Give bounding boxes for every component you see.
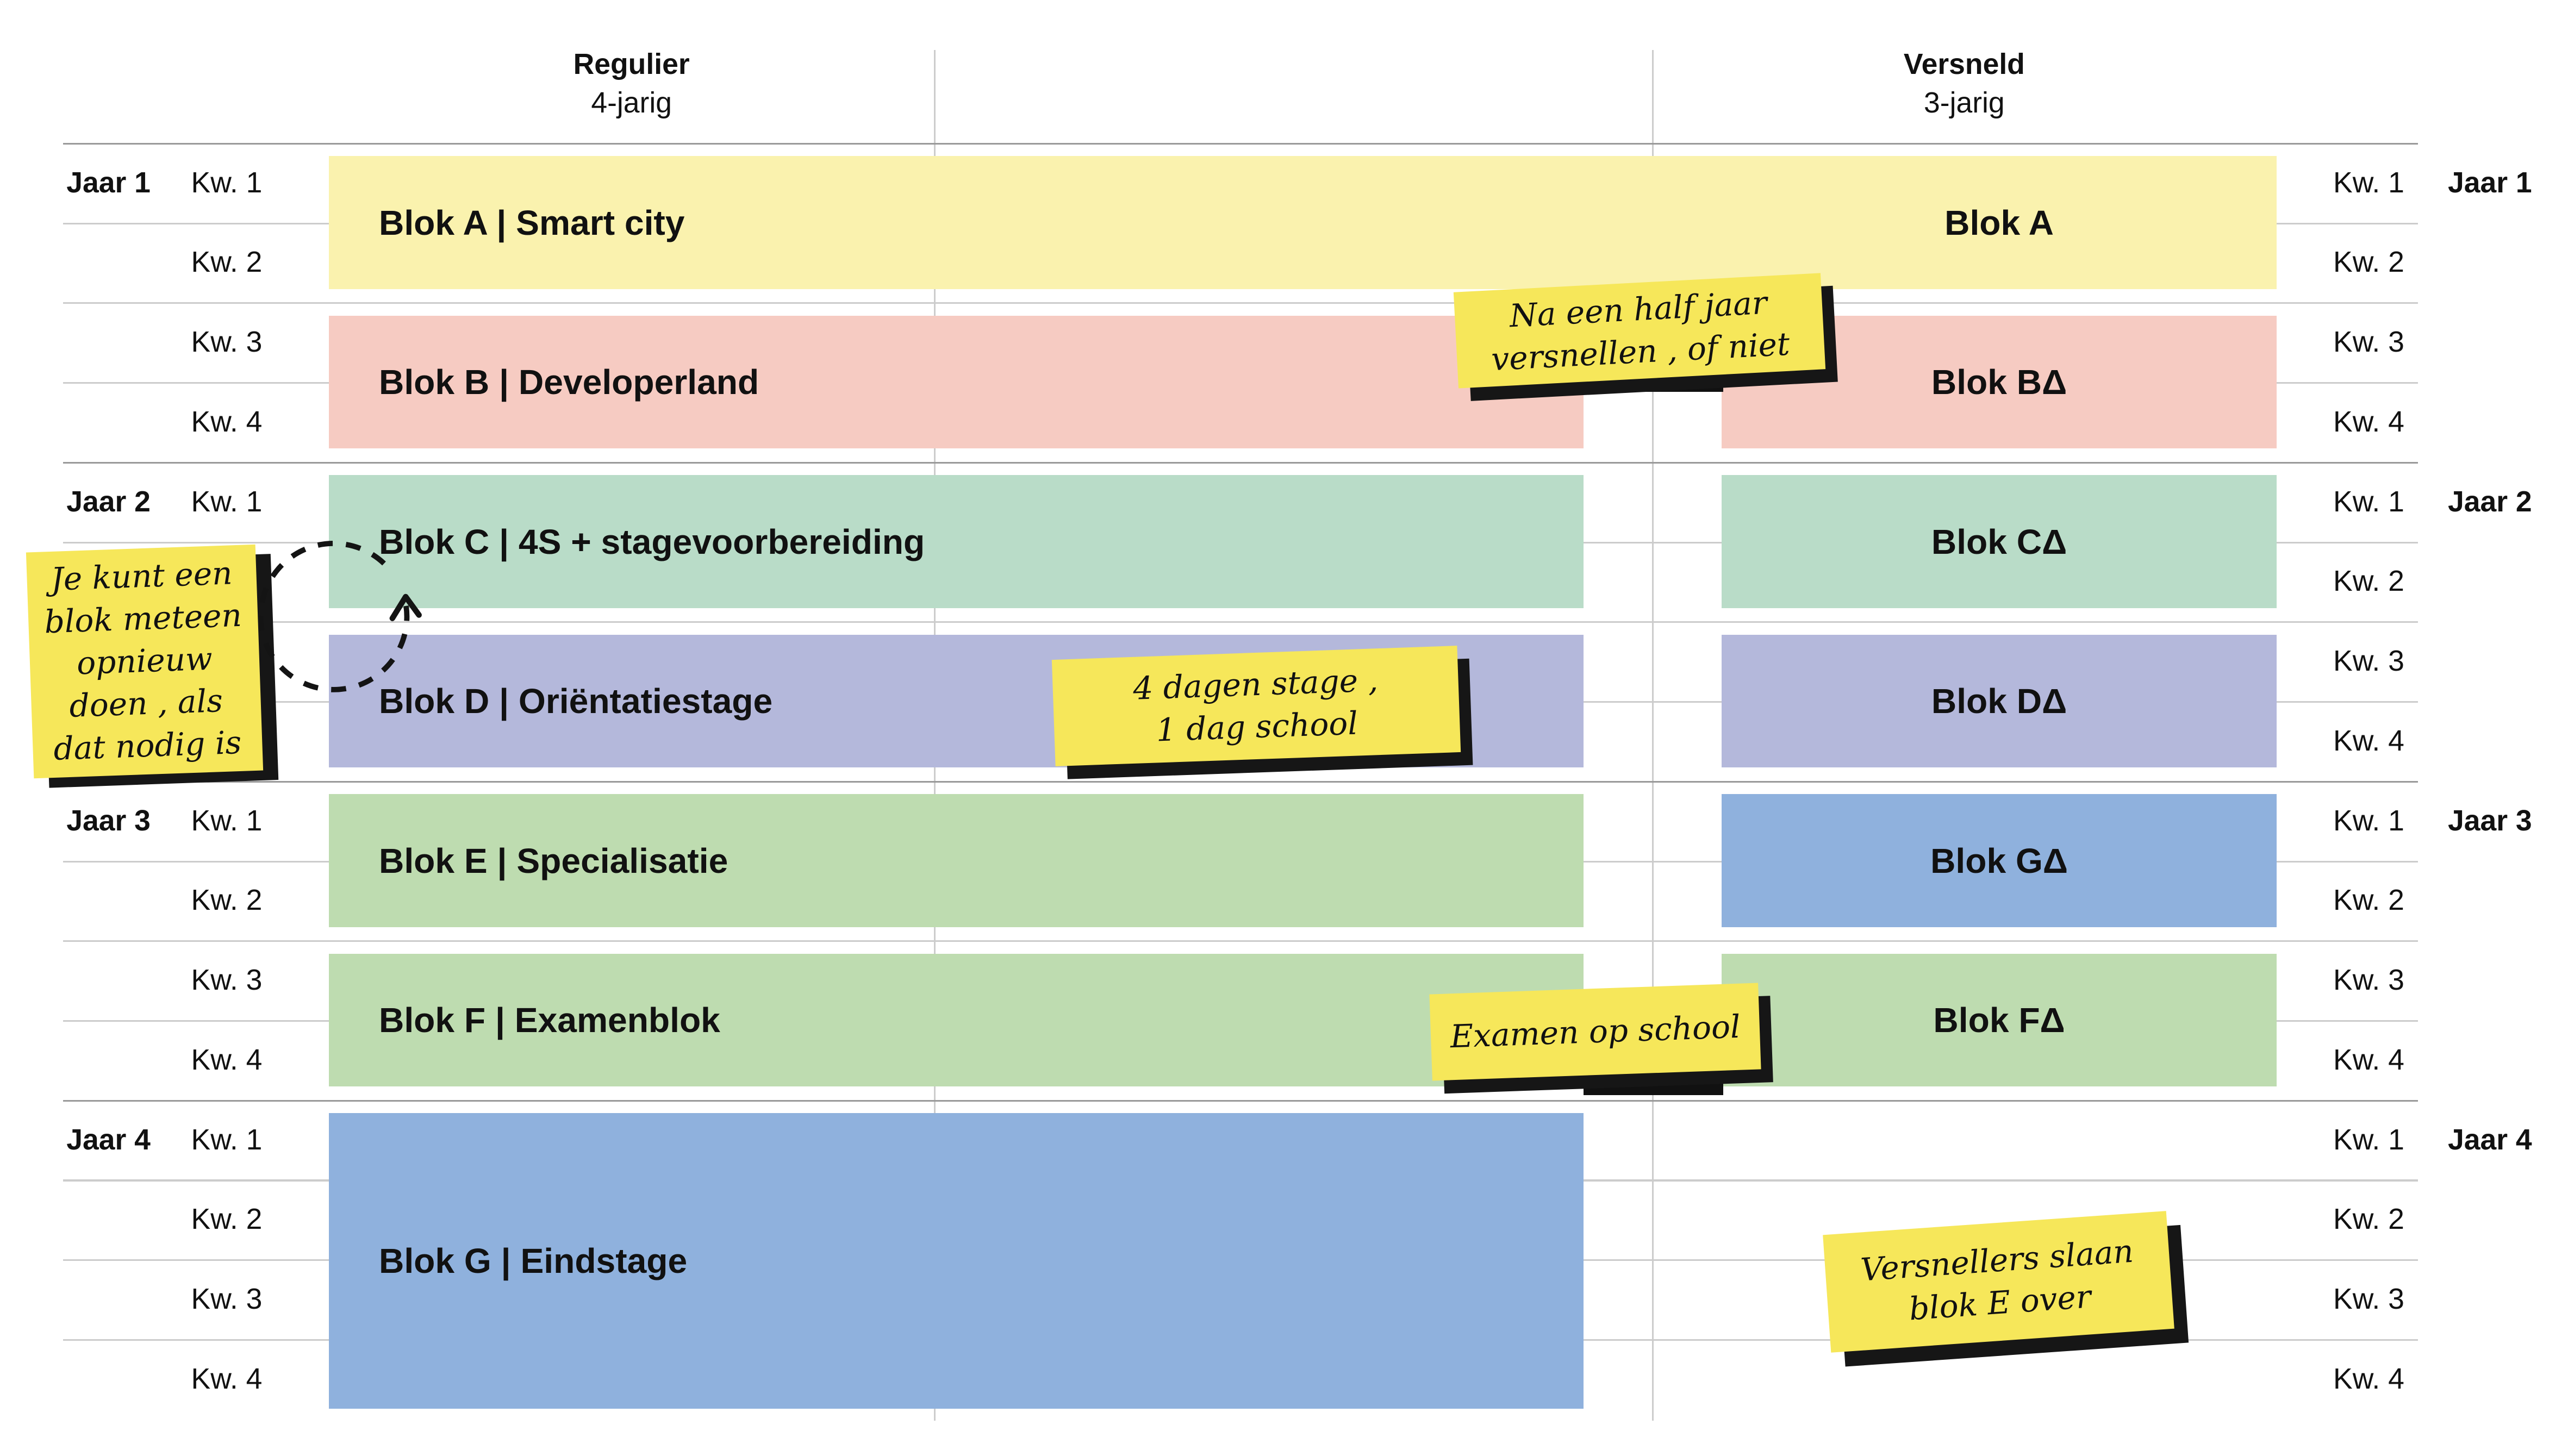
- block-b-developerland: Blok B | Developerland: [329, 315, 1584, 449]
- quarter-label: Kw. 3: [2333, 1283, 2404, 1316]
- quarter-label: Kw. 3: [191, 964, 263, 997]
- quarter-label: Kw. 4: [2333, 405, 2404, 438]
- quarter-label: Kw. 1: [2333, 485, 2404, 518]
- quarter-label: Kw. 2: [191, 884, 263, 917]
- quarter-label: Kw. 4: [2333, 1043, 2404, 1076]
- block-a-smart-city: Blok A | Smart city Blok A: [329, 156, 2277, 289]
- sticky-note-skip: Versnellers slaan blok E over: [1822, 1211, 2174, 1353]
- block-c-delta: Blok CΔ: [1722, 475, 2277, 608]
- quarter-label: Kw. 4: [2333, 1363, 2404, 1395]
- quarter-label: Kw. 1: [191, 804, 263, 837]
- block-f-delta: Blok FΔ: [1722, 953, 2277, 1087]
- year-line: [63, 780, 2418, 783]
- block-label: Blok CΔ: [1931, 522, 2067, 561]
- quarter-label: Kw. 3: [191, 1283, 263, 1316]
- quarter-label: Kw. 2: [2333, 246, 2404, 279]
- year-label: Jaar 1: [66, 166, 151, 199]
- block-label: Blok FΔ: [1933, 1000, 2065, 1040]
- block-label: Blok GΔ: [1930, 841, 2068, 880]
- sticky-note-exam: Examen op school: [1429, 983, 1761, 1081]
- year-line: [63, 461, 2418, 464]
- quarter-label: Kw. 3: [2333, 645, 2404, 678]
- sticky-note-stage: 4 dagen stage , 1 dag school: [1051, 646, 1461, 766]
- year-label: Jaar 1: [2447, 166, 2532, 199]
- year-label: Jaar 3: [66, 804, 151, 837]
- quarter-label: Kw. 2: [2333, 1203, 2404, 1236]
- quarter-label: Kw. 1: [2333, 804, 2404, 837]
- accelerated-title: Versneld: [1903, 48, 2025, 80]
- quarter-label: Kw. 1: [191, 1123, 263, 1156]
- quarter-label: Kw. 3: [2333, 964, 2404, 997]
- block-label: Blok D | Oriëntatiestage: [378, 682, 773, 721]
- year-label: Jaar 4: [66, 1123, 151, 1156]
- quarter-label: Kw. 4: [2333, 724, 2404, 757]
- column-divider: [1651, 49, 1654, 1421]
- regular-subtitle: 4-jarig: [591, 87, 672, 120]
- block-label: Blok G | Eindstage: [378, 1241, 688, 1281]
- block-label: Blok DΔ: [1931, 682, 2067, 721]
- column-header-regular: Regulier 4-jarig: [432, 45, 831, 123]
- quarter-label: Kw. 2: [191, 246, 263, 279]
- accelerated-subtitle: 3-jarig: [1924, 87, 2005, 120]
- block-g-eindstage: Blok G | Eindstage: [329, 1113, 1584, 1409]
- quarter-label: Kw. 3: [2333, 326, 2404, 359]
- block-label: Blok C | 4S + stagevoorbereiding: [378, 522, 925, 561]
- sticky-note-redo: Je kunt een blok meteen opnieuw doen , a…: [26, 544, 264, 778]
- block-a-accelerated-label: Blok A: [1944, 203, 2054, 242]
- quarter-label: Kw. 1: [191, 166, 263, 199]
- gridline: [63, 940, 2418, 942]
- quarter-label: Kw. 4: [191, 1043, 263, 1076]
- block-c-stagevoorbereiding: Blok C | 4S + stagevoorbereiding: [329, 475, 1584, 608]
- block-g-delta: Blok GΔ: [1722, 794, 2277, 927]
- block-b-delta: Blok BΔ: [1722, 315, 2277, 449]
- block-label: Blok F | Examenblok: [378, 1000, 720, 1040]
- year-label: Jaar 4: [2447, 1123, 2532, 1156]
- block-label: Blok A | Smart city: [378, 203, 685, 242]
- block-e-specialisatie: Blok E | Specialisatie: [329, 794, 1584, 927]
- year-label: Jaar 2: [66, 485, 151, 518]
- quarter-label: Kw. 1: [2333, 166, 2404, 199]
- block-label: Blok B | Developerland: [378, 363, 759, 402]
- regular-title: Regulier: [573, 48, 690, 80]
- column-header-accelerated: Versneld 3-jarig: [1765, 45, 2164, 123]
- quarter-label: Kw. 4: [191, 1363, 263, 1395]
- gridline: [63, 302, 2418, 304]
- year-line: [63, 142, 2418, 145]
- block-label: Blok E | Specialisatie: [378, 841, 728, 880]
- switch-mark: [1584, 1073, 1724, 1095]
- year-line: [63, 1099, 2418, 1102]
- quarter-label: Kw. 1: [2333, 1123, 2404, 1156]
- quarter-label: Kw. 3: [191, 326, 263, 359]
- gridline: [63, 621, 2418, 623]
- quarter-label: Kw. 4: [191, 405, 263, 438]
- block-label: Blok BΔ: [1931, 363, 2067, 402]
- block-d-delta: Blok DΔ: [1722, 634, 2277, 768]
- year-label: Jaar 3: [2447, 804, 2532, 837]
- year-label: Jaar 2: [2447, 485, 2532, 518]
- quarter-label: Kw. 1: [191, 485, 263, 518]
- sticky-note-accelerate: Na een half jaar versnellen , of niet: [1453, 273, 1825, 389]
- dashed-loop-arrow-icon: [258, 540, 422, 692]
- quarter-label: Kw. 2: [191, 1203, 263, 1236]
- quarter-label: Kw. 2: [2333, 884, 2404, 917]
- quarter-label: Kw. 2: [2333, 565, 2404, 598]
- block-f-examenblok: Blok F | Examenblok: [329, 953, 1584, 1087]
